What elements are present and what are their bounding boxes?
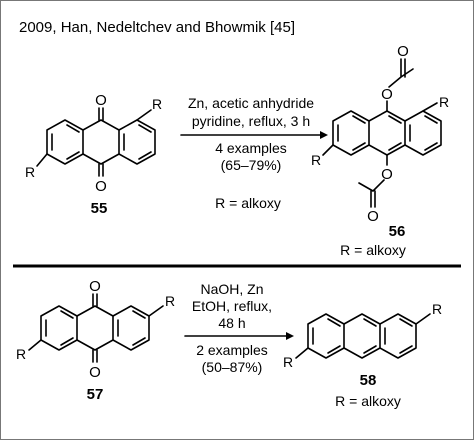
r-definition-label: R = alkoxy xyxy=(215,195,281,211)
citation-header: 2009, Han, Nedeltchev and Bhowmik [45] xyxy=(19,19,295,36)
compound-57 xyxy=(28,293,164,363)
r-substituent-label: R xyxy=(16,346,26,362)
r-substituent-label: R xyxy=(152,96,162,112)
r-substituent-label: R xyxy=(283,354,293,370)
compound-56 xyxy=(322,58,442,208)
compound-58 xyxy=(295,313,431,359)
oxygen-atom-label: O xyxy=(95,92,107,109)
reaction-arrowhead xyxy=(286,332,294,340)
r-substituent-label: R xyxy=(165,293,175,309)
compound-label-58: 58 xyxy=(360,372,377,389)
compound-label-55: 55 xyxy=(91,200,108,217)
condition-line: NaOH, Zn xyxy=(200,281,263,297)
oxygen-atom-label: O xyxy=(89,364,101,381)
condition-line: Zn, acetic anhydride xyxy=(188,95,314,111)
condition-line: (65–79%) xyxy=(221,157,282,173)
condition-line: 4 examples xyxy=(215,140,287,156)
oxygen-atom-label: O xyxy=(367,208,379,225)
oxygen-atom-label: O xyxy=(381,86,393,103)
r-substituent-label: R xyxy=(439,94,449,110)
compound-label-56: 56 xyxy=(389,223,406,240)
compound-55 xyxy=(36,107,156,177)
condition-line: pyridine, reflux, 3 h xyxy=(192,113,310,129)
reaction-arrowhead xyxy=(320,131,328,139)
condition-line: 48 h xyxy=(218,315,245,331)
condition-line: 2 examples xyxy=(196,342,268,358)
r-substituent-label: R xyxy=(25,164,35,180)
oxygen-atom-label: O xyxy=(95,178,107,195)
condition-line: EtOH, reflux, xyxy=(192,298,272,314)
r-substituent-label: R xyxy=(311,152,321,168)
r-definition-label: R = alkoxy xyxy=(340,242,406,258)
condition-line: (50–87%) xyxy=(202,359,263,375)
oxygen-atom-label: O xyxy=(89,278,101,295)
r-substituent-label: R xyxy=(432,301,442,317)
r-definition-label: R = alkoxy xyxy=(335,393,401,409)
oxygen-atom-label: O xyxy=(381,166,393,183)
compound-label-57: 57 xyxy=(87,386,104,403)
oxygen-atom-label: O xyxy=(397,43,409,60)
